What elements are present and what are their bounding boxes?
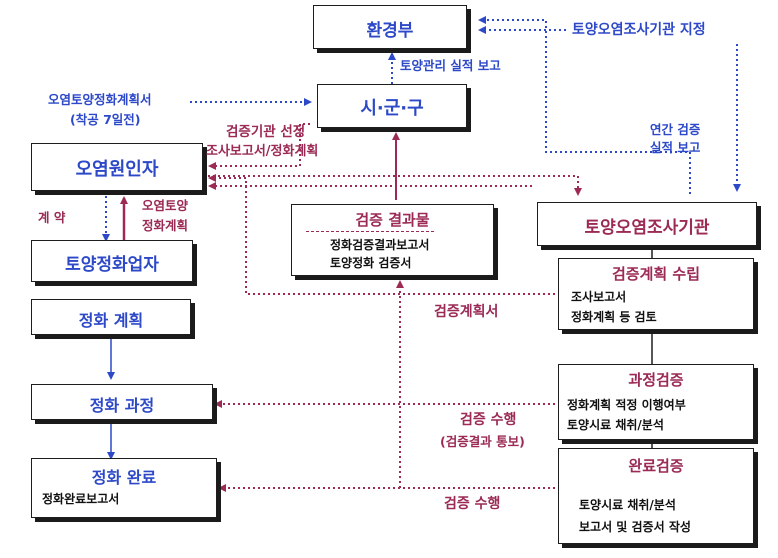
remediation-complete-line-1: 정화완료보고서 bbox=[42, 492, 120, 506]
node-ministry-label: 환경부 bbox=[366, 21, 414, 41]
node-process-verification: 과정검증 정화계획 적정 이행여부 토양시료 채취/분석 bbox=[558, 364, 754, 440]
complete-verification-line-1: 토양시료 채취/분석 bbox=[579, 498, 676, 512]
label-verify-plan-doc: 검증계획서 bbox=[434, 304, 499, 320]
node-remediation-process-label: 정화 과정 bbox=[89, 396, 155, 415]
process-verification-title: 과정검증 bbox=[628, 371, 684, 389]
label-agency-select: 검증기관 선정 bbox=[226, 124, 306, 140]
node-polluter-label: 오염원인자 bbox=[75, 159, 159, 180]
label-verify-exec-2: 검증 수행 bbox=[444, 496, 501, 512]
plan-verification-line-2: 정화계획 등 검토 bbox=[571, 310, 657, 324]
node-remediation-plan-label: 정화 계획 bbox=[78, 311, 144, 330]
node-remediation-plan: 정화 계획 bbox=[31, 299, 191, 335]
label-verify-exec-1: 검증 수행 bbox=[460, 412, 517, 428]
label-report-plan: 조사보고서/정화계획 bbox=[206, 144, 319, 159]
label-plan-submit-1: 오염토양정화계획서 bbox=[48, 92, 152, 107]
arrow-annual-report bbox=[478, 16, 691, 194]
node-remediation-company: 토양정화업자 bbox=[31, 240, 193, 282]
node-polluter: 오염원인자 bbox=[31, 143, 203, 191]
node-soil-agency: 토양오염조사기관 bbox=[537, 202, 757, 246]
process-verification-line-2: 토양시료 채취/분석 bbox=[567, 418, 664, 432]
label-verify-exec-1b: (검증결과 통보) bbox=[440, 434, 525, 449]
complete-verification-line-2: 보고서 및 검증서 작성 bbox=[579, 520, 691, 534]
node-city: 시·군·구 bbox=[317, 84, 467, 128]
node-verification-result: 검증 결과물 정화검증결과보고서 토양정화 검증서 bbox=[291, 204, 494, 276]
arrow-city-to-polluter bbox=[208, 123, 310, 170]
label-performance-report: 토양관리 실적 보고 bbox=[400, 58, 501, 73]
arrow-plan-doc-to-polluter bbox=[208, 174, 560, 295]
label-soil-plan-1: 오염토양 bbox=[142, 198, 189, 213]
label-soil-plan-2: 정화계획 bbox=[142, 218, 189, 233]
arrow-polluter-to-agency bbox=[198, 175, 582, 196]
node-soil-agency-label: 토양오염조사기관 bbox=[584, 218, 710, 238]
node-complete-verification: 완료검증 토양시료 채취/분석 보고서 및 검증서 작성 bbox=[558, 448, 754, 544]
plan-verification-line-1: 조사보고서 bbox=[571, 290, 627, 304]
node-remediation-company-label: 토양정화업자 bbox=[65, 255, 159, 275]
label-annual-2: 실적 보고 bbox=[650, 140, 701, 155]
label-plan-submit-2: (착공 7일전) bbox=[70, 112, 141, 127]
label-annual-1: 연간 검증 bbox=[650, 122, 701, 137]
label-designation: 토양오염조사기관 지정 bbox=[572, 22, 706, 38]
label-contract: 계 약 bbox=[38, 210, 66, 225]
node-city-label: 시·군·구 bbox=[360, 98, 424, 119]
result-line-2: 토양정화 검증서 bbox=[330, 256, 412, 270]
result-line-1: 정화검증결과보고서 bbox=[330, 238, 430, 252]
result-divider bbox=[306, 231, 434, 232]
result-title: 검증 결과물 bbox=[355, 211, 430, 229]
process-verification-line-1: 정화계획 적정 이행여부 bbox=[567, 398, 686, 412]
node-remediation-complete: 정화 완료 정화완료보고서 bbox=[31, 458, 217, 518]
node-plan-verification: 검증계획 수립 조사보고서 정화계획 등 검토 bbox=[558, 258, 754, 330]
node-remediation-process: 정화 과정 bbox=[31, 384, 213, 420]
plan-verification-title: 검증계획 수립 bbox=[611, 265, 701, 283]
node-ministry: 환경부 bbox=[313, 5, 467, 49]
complete-verification-title: 완료검증 bbox=[628, 457, 684, 475]
node-remediation-complete-label: 정화 완료 bbox=[91, 468, 157, 487]
